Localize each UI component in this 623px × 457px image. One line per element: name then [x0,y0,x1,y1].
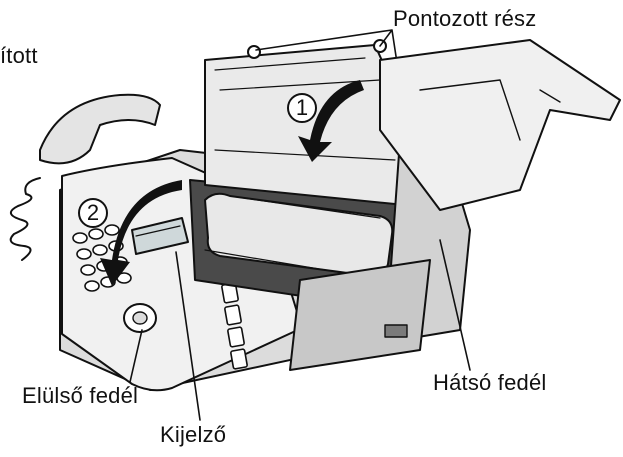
display-label: Kijelző [160,422,227,447]
handset [39,93,161,165]
arrow-2 [100,180,182,286]
dotted-part-label: Pontozott rész [393,6,537,31]
rear-cover-label: Hátsó fedél [433,370,547,395]
ink-film-roll [204,192,394,278]
paper-tray [379,39,621,211]
front-cover-label: Elülső fedél [22,383,139,408]
handset-cord [9,177,41,261]
front-cover-pointer [129,329,143,383]
base-right [289,259,431,371]
step-2-marker: 2 [78,198,108,228]
cut-off-caption: ított [0,43,38,68]
step-1-marker: 1 [287,93,317,123]
arrow-1 [298,80,364,162]
rear-cover-pointer [439,239,471,371]
display-pointer [175,251,201,421]
